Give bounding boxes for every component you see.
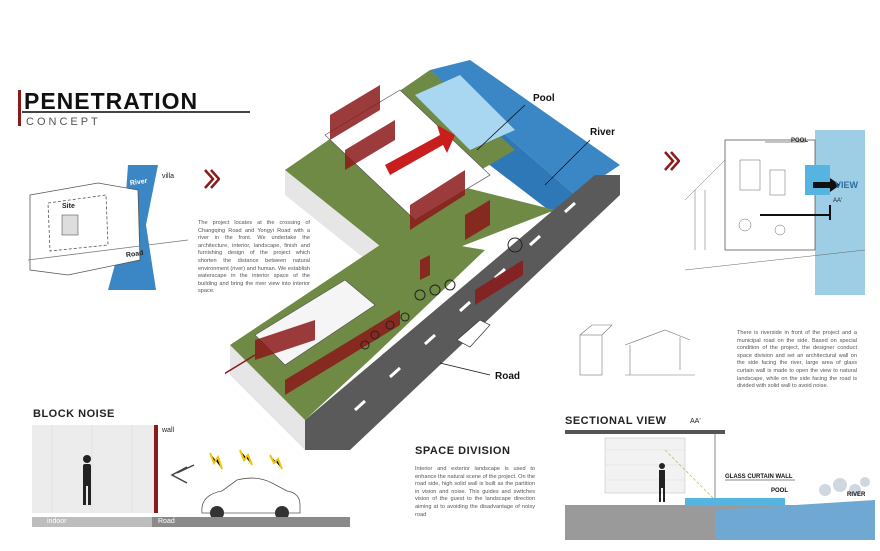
sectional-view-heading: SECTIONAL VIEW [565,415,667,427]
sectional-glass-label: GLASS CURTAIN WALL [725,474,793,480]
sectional-pool-label: POOL [771,488,789,494]
title-rule [18,90,21,126]
chevron-right-icon [662,150,681,177]
axon-road-label: Road [495,371,520,382]
section-sketch [570,320,700,385]
site-map-site-label: Site [62,203,75,210]
axon-river-label: River [590,127,616,138]
title-underline [22,111,250,113]
plan-pool-label: POOL [791,138,809,144]
block-noise-indoor-label: indoor [47,518,67,525]
page-title: PENETRATION [24,88,199,114]
intro-paragraph: The project locates at the crossing of C… [198,220,310,295]
plan-view-label: VIEW [835,180,859,190]
sectional-river-label: RIVER [847,492,866,498]
plan-drawing: POOL VIEW AA' [684,130,866,295]
axonometric-diagram: Pool River Road VIEW [164,55,620,450]
sectional-view-diagram: GLASS CURTAIN WALL POOL RIVER [565,430,875,540]
block-noise-road-label: Road [158,518,175,525]
space-division-paragraph: Interior and exterior landscape is used … [415,466,535,518]
site-map-villa-label: villa [162,173,175,180]
right-paragraph: There is riverside in front of the proje… [737,330,857,390]
block-noise-heading: BLOCK NOISE [33,408,115,420]
plan-section-mark: AA' [833,198,843,204]
axon-pool-label: Pool [533,93,555,104]
block-noise-diagram: wall indoor Road [32,425,350,530]
site-map: River villa Site Road [27,165,189,290]
space-division-heading: SPACE DIVISION [415,445,511,457]
sectional-view-mark: AA' [690,418,701,425]
chevron-right-icon [202,168,221,195]
block-noise-wall-label: wall [162,427,175,434]
page-subtitle: CONCEPT [26,116,101,128]
